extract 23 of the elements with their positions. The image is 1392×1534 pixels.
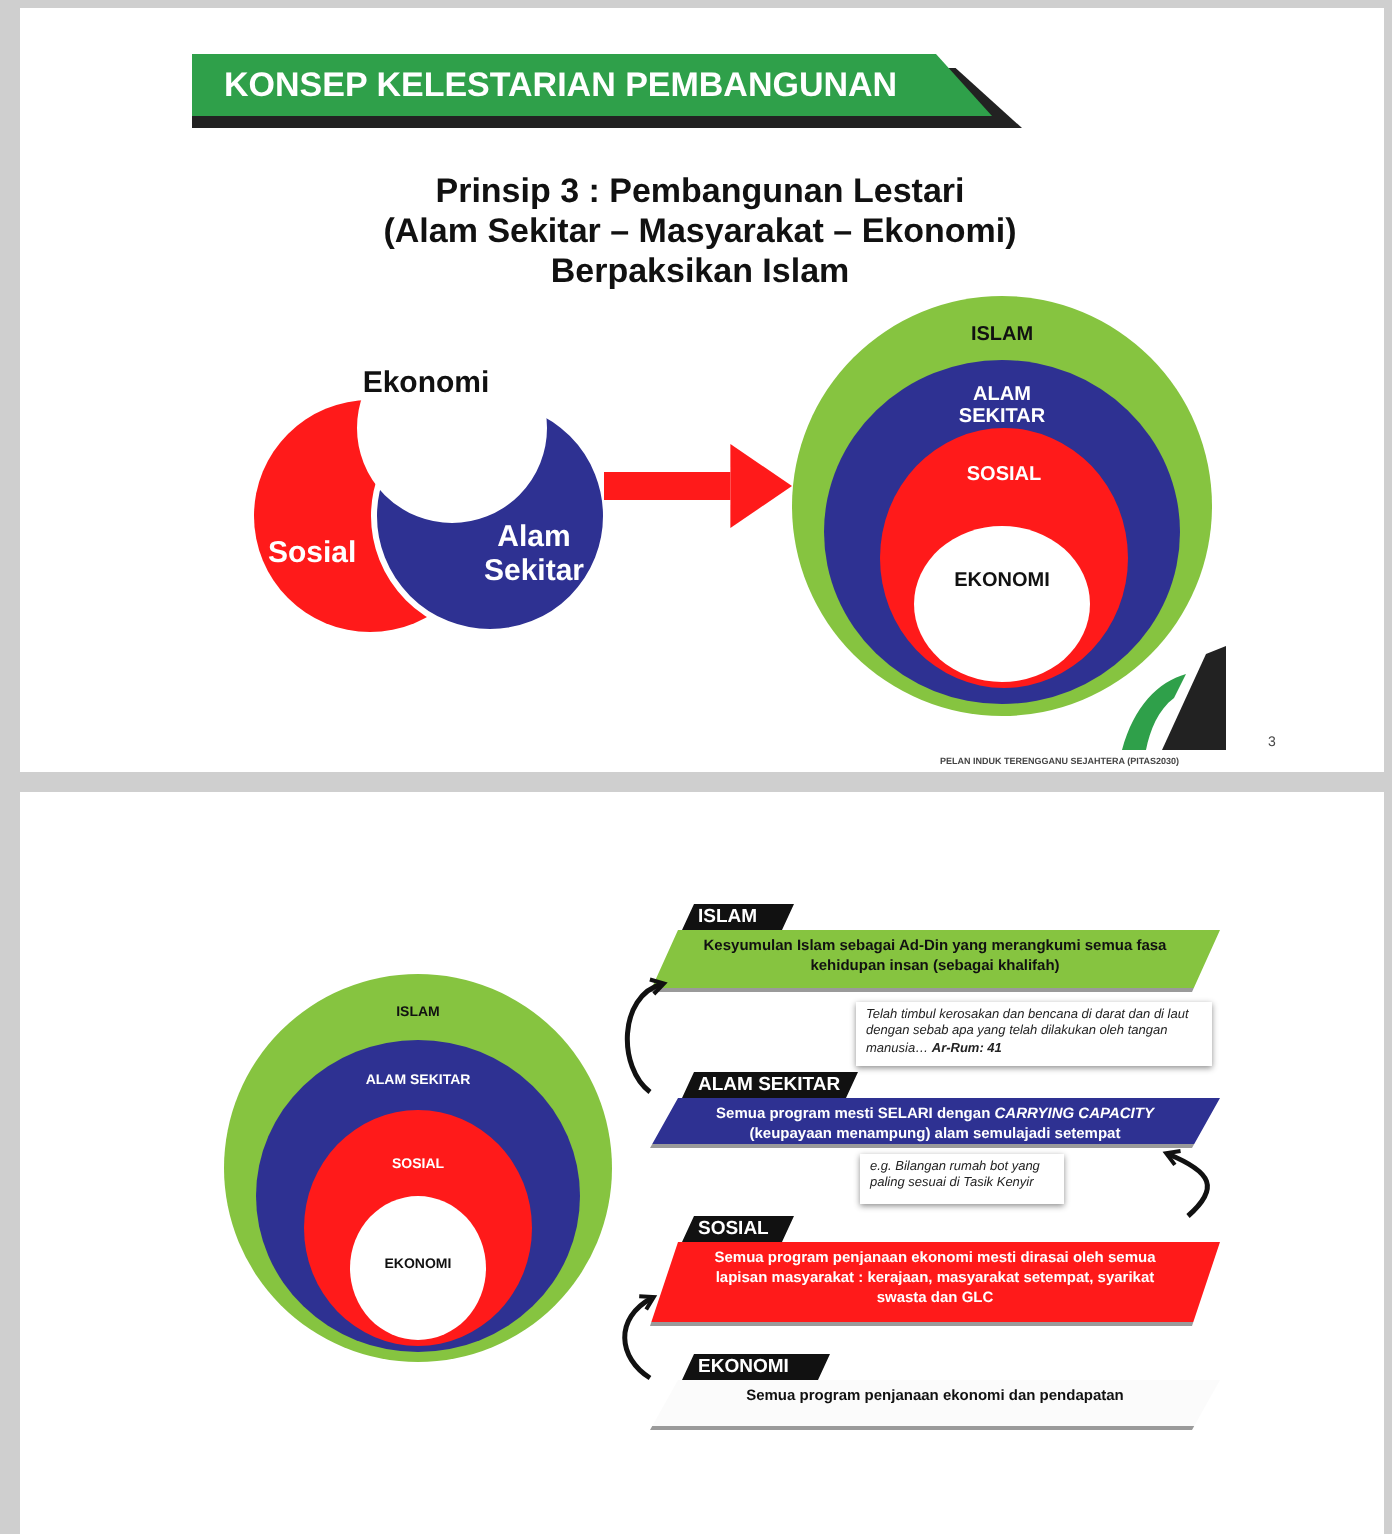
circle-label: SOSIAL (966, 464, 1042, 486)
curved-arrow (1164, 1149, 1210, 1218)
circle-label: ALAM SEKITAR (956, 384, 1048, 428)
nested-circle (350, 1196, 486, 1340)
venn-label: Alam Sekitar (464, 520, 604, 596)
note-box (860, 1154, 1064, 1204)
subtitle: Berpaksikan Islam (548, 252, 852, 292)
subtitle: Prinsip 3 : Pembangunan Lestari (433, 172, 967, 212)
block-arrow (604, 444, 792, 528)
note-box (856, 1002, 1212, 1066)
section-title: ALAM SEKITAR (698, 1074, 841, 1098)
circle-label: EKONOMI (954, 570, 1050, 592)
section-title: SOSIAL (698, 1218, 769, 1242)
curved-arrow (625, 979, 666, 1094)
venn-label: Ekonomi (362, 366, 490, 406)
section-title: EKONOMI (698, 1356, 789, 1380)
nested-circle (914, 526, 1090, 682)
curved-arrow (622, 1294, 656, 1380)
subtitle: (Alam Sekitar – Masyarakat – Ekonomi) (381, 212, 1019, 252)
circle-label: ISLAM (970, 324, 1034, 346)
section-title: ISLAM (698, 906, 758, 930)
venn-label: Sosial (268, 536, 368, 576)
title-banner: KONSEP KELESTARIAN PEMBANGUNAN (192, 54, 992, 116)
